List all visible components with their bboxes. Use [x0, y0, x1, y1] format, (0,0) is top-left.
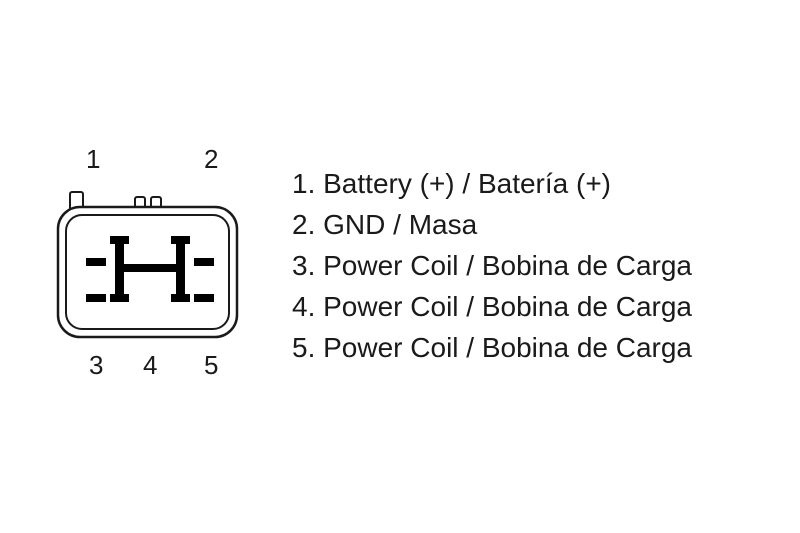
- pin-number-3: 3: [89, 350, 104, 380]
- terminal-dash-left-mid: [86, 258, 106, 266]
- terminal-dash-left-bottom: [86, 294, 106, 302]
- terminal-1-bottom-cap: [110, 294, 129, 302]
- terminal-2-bottom-cap: [171, 294, 190, 302]
- terminal-dash-right-mid: [194, 258, 214, 266]
- pin-number-2: 2: [204, 144, 219, 174]
- connector-terminals: [86, 236, 214, 302]
- connector-diagram: 1 2 3 4 5: [0, 0, 290, 533]
- terminal-crossbar: [124, 264, 176, 272]
- legend-item-5: 5. Power Coil / Bobina de Carga: [292, 332, 692, 363]
- terminal-1-stem: [115, 236, 124, 302]
- legend-item-2: 2. GND / Masa: [292, 209, 478, 240]
- terminal-dash-right-bottom: [194, 294, 214, 302]
- pin-number-1: 1: [86, 144, 101, 174]
- legend-item-3: 3. Power Coil / Bobina de Carga: [292, 250, 692, 281]
- legend-item-1: 1. Battery (+) / Batería (+): [292, 168, 612, 199]
- terminal-2-stem: [176, 236, 185, 302]
- pin-number-4: 4: [143, 350, 158, 380]
- pin-number-5: 5: [204, 350, 219, 380]
- connector-drawing: [56, 191, 239, 339]
- pin-legend: 1. Battery (+) / Batería (+) 2. GND / Ma…: [292, 163, 692, 368]
- legend-item-4: 4. Power Coil / Bobina de Carga: [292, 291, 692, 322]
